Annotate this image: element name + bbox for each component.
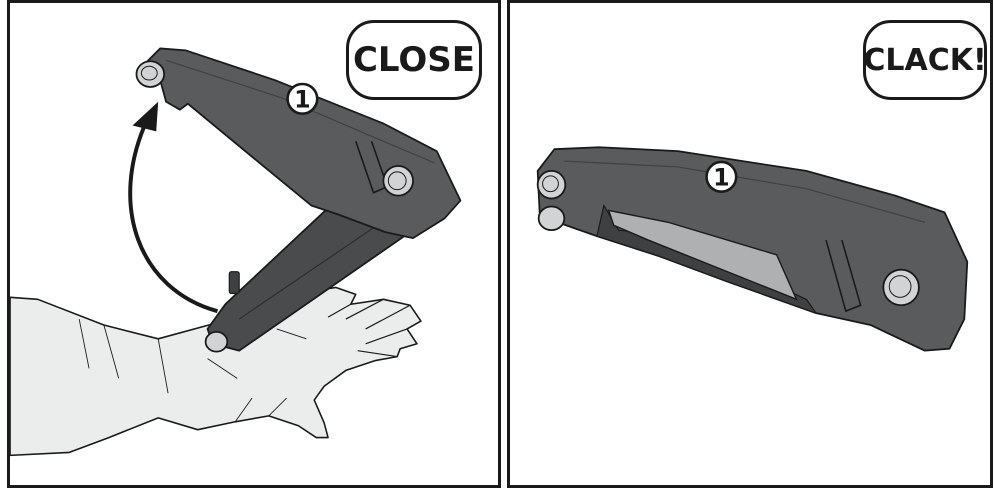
bottom-knob xyxy=(204,331,229,353)
callout-number: 1 xyxy=(294,86,310,114)
top-knob xyxy=(135,60,166,88)
front-knob xyxy=(536,170,567,200)
hinge-knob xyxy=(382,165,414,197)
close-illustration: 1 xyxy=(10,47,462,457)
hand-illustration xyxy=(10,286,422,457)
clack-badge: CLACK! xyxy=(863,20,987,100)
close-badge: CLOSE xyxy=(346,20,482,100)
panel-close: 1 CLOSE xyxy=(7,0,501,488)
close-motion-arrow xyxy=(128,101,218,314)
upper-arm xyxy=(135,47,462,239)
lower-arm xyxy=(204,199,412,353)
callout-1: 1 xyxy=(705,160,738,193)
hinge-knob xyxy=(882,268,920,307)
callout-number: 1 xyxy=(713,164,729,192)
closed-tool xyxy=(536,146,969,352)
panel-clack: 1 CLACK! xyxy=(507,0,993,488)
callout-1: 1 xyxy=(286,82,319,115)
clack-illustration: 1 xyxy=(536,146,969,352)
lower-front-knob xyxy=(537,205,566,232)
